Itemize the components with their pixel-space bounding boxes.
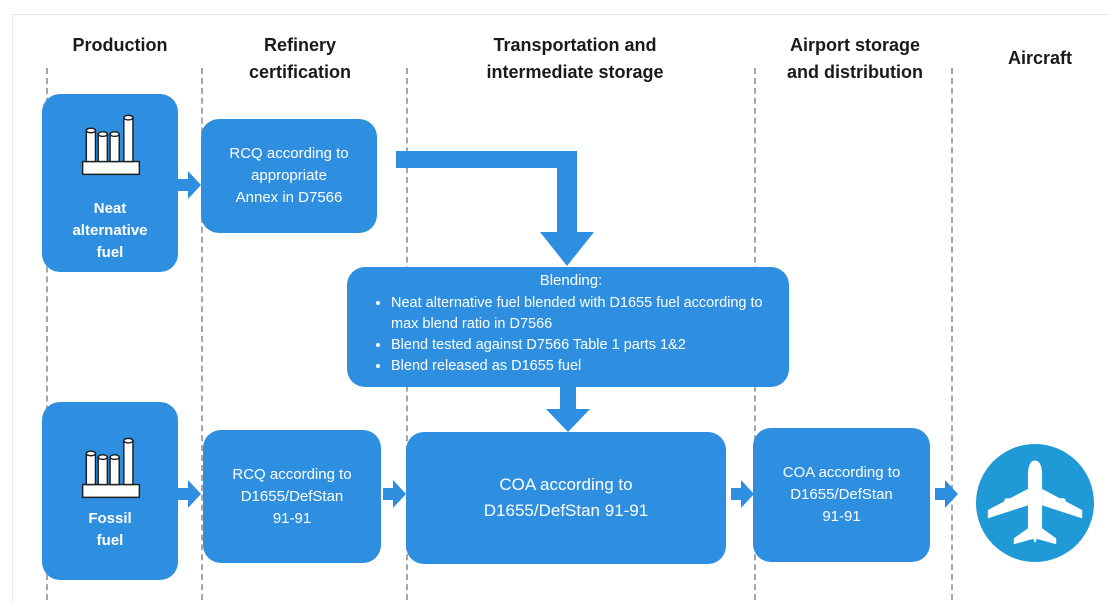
header-production: Production <box>72 35 168 55</box>
factory-icon <box>81 114 141 176</box>
fossil-fuel-label: Fossil fuel <box>88 510 132 549</box>
rcq-fossil-box: RCQ according to D1655/DefStan 91-91 <box>203 430 381 563</box>
header-refinery-certification: Refinery certification <box>248 35 352 82</box>
neat-alternative-fuel-box: Neat alternative fuel <box>42 94 178 272</box>
coa-airport-box: COA according to D1655/DefStan 91-91 <box>753 428 930 562</box>
airplane-icon <box>976 444 1094 562</box>
rcq-alternative-box: RCQ according to appropriate Annex in D7… <box>201 119 377 233</box>
factory-icon <box>81 437 141 499</box>
neat-fuel-label: Neat alternative fuel <box>72 200 148 261</box>
column-divider <box>951 68 953 600</box>
fossil-fuel-box: Fossil fuel <box>42 402 178 580</box>
blending-item: Neat alternative fuel blended with D1655… <box>391 293 777 335</box>
column-divider <box>46 68 48 600</box>
diagram-frame <box>12 14 1109 602</box>
column-divider <box>201 68 203 600</box>
blending-item: Blend tested against D7566 Table 1 parts… <box>391 335 777 356</box>
blending-list: Neat alternative fuel blended with D1655… <box>365 293 777 377</box>
blending-box: Blending: Neat alternative fuel blended … <box>347 267 789 387</box>
header-transportation: Transportation and intermediate storage <box>486 35 664 82</box>
header-aircraft: Aircraft <box>1007 48 1073 68</box>
header-airport-storage: Airport storage and distribution <box>787 35 923 82</box>
coa-transport-box: COA according to D1655/DefStan 91-91 <box>406 432 726 564</box>
blending-title: Blending: <box>539 272 603 289</box>
blending-item: Blend released as D1655 fuel <box>391 356 777 377</box>
